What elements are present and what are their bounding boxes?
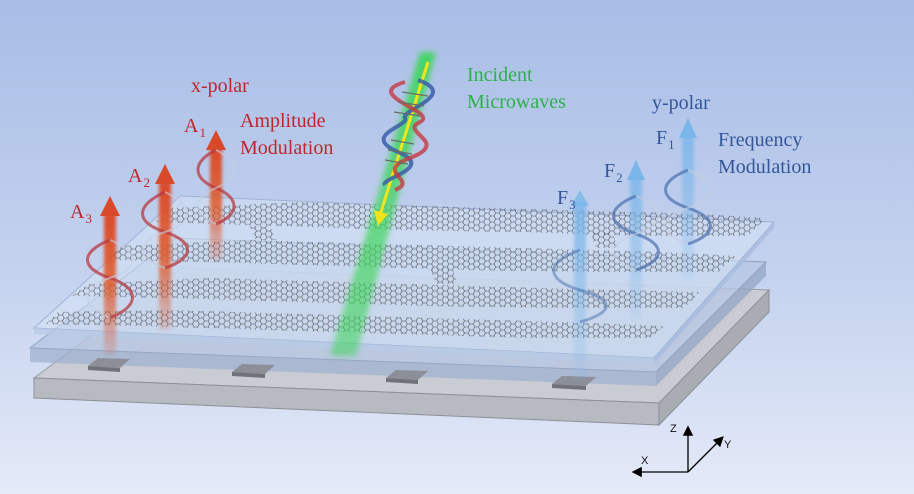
a3-subscript: 3: [85, 211, 92, 226]
f1-subscript: 1: [668, 137, 675, 152]
a2-label: A2: [128, 165, 150, 189]
f2-base: F: [604, 160, 616, 182]
a2-base: A: [128, 165, 143, 187]
beam-a2: [141, 164, 189, 330]
f2-subscript: 2: [616, 170, 623, 185]
coordinate-axes: [631, 425, 724, 478]
incident-label-line2: Microwaves: [467, 91, 566, 113]
frequency-modulation-line1: Frequency: [718, 129, 803, 151]
f2-label: F2: [604, 160, 623, 184]
a3-label: A3: [70, 201, 92, 225]
beam-f3: [552, 190, 608, 380]
amplitude-modulation-line1: Amplitude: [240, 110, 326, 132]
f3-label: F3: [557, 187, 576, 211]
f1-label: F1: [656, 127, 675, 151]
beam-a1: [196, 130, 236, 260]
axis-x-label: X: [641, 455, 649, 467]
incident-label-line1: Incident: [467, 64, 533, 86]
axis-z-label: Z: [670, 423, 677, 435]
axis-y-label: Y: [724, 439, 732, 451]
beam-a3: [86, 196, 134, 354]
y-polar-label: y-polar: [652, 92, 710, 114]
beam-f1: [664, 118, 712, 280]
a1-base: A: [184, 115, 199, 137]
f3-base: F: [557, 187, 569, 209]
a1-subscript: 1: [199, 125, 206, 140]
a1-label: A1: [184, 115, 206, 139]
f3-subscript: 3: [569, 197, 576, 212]
a3-base: A: [70, 201, 85, 223]
amplitude-modulation-line2: Modulation: [240, 137, 334, 159]
beam-f2: [612, 160, 660, 320]
contact-pads: [88, 358, 596, 390]
incident-beam: [330, 52, 436, 356]
x-polar-label: x-polar: [191, 75, 249, 97]
a2-subscript: 2: [143, 175, 150, 190]
frequency-modulation-line2: Modulation: [718, 156, 812, 178]
f1-base: F: [656, 127, 668, 149]
